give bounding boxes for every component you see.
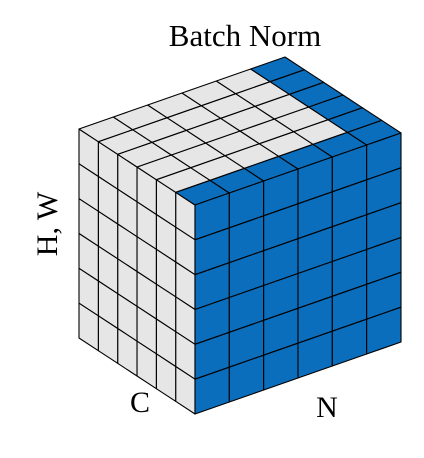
cube — [78, 56, 402, 415]
top-face-cell — [250, 56, 305, 83]
axis-label-n: N — [316, 391, 338, 424]
left-face-cell — [78, 302, 99, 352]
front-face-cell — [366, 306, 402, 355]
axis-label-hw: H, W — [31, 191, 64, 256]
diagram-title: Batch Norm — [169, 18, 321, 53]
axis-label-c: C — [130, 386, 150, 419]
